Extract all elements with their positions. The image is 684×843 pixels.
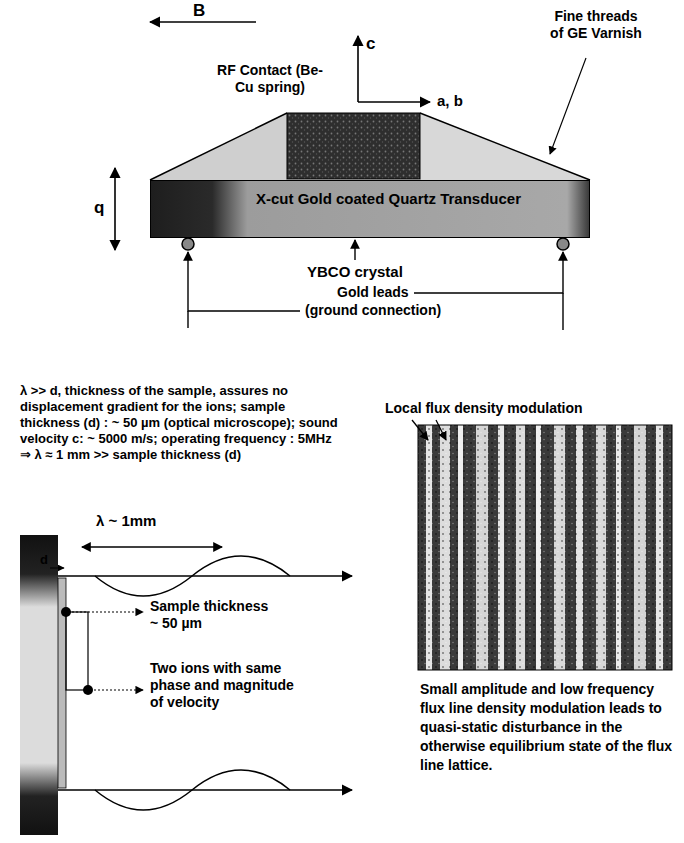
flux-image — [418, 425, 672, 670]
part-label: YBCO crystal — [307, 263, 403, 281]
transducer-block — [20, 535, 58, 835]
varnish-thread — [420, 113, 590, 180]
part-label: Fine threads of GE Varnish — [548, 8, 644, 42]
gold-lead-wire — [562, 293, 563, 330]
sound-wave — [95, 556, 290, 596]
annotation-text: Two ions with same phase and magnitude o… — [150, 660, 300, 710]
dimension-label: d — [40, 552, 48, 568]
varnish-region — [420, 113, 590, 180]
part-label: RF Contact (Be-Cu spring) — [215, 62, 325, 96]
displacement-label: q — [94, 198, 104, 218]
ion — [83, 685, 93, 695]
gold-lead-wire — [187, 311, 188, 328]
annotation-text: Sample thickness ~ 50 µm — [150, 598, 274, 632]
image-label: Local flux density modulation — [385, 400, 583, 417]
leader-line — [550, 58, 586, 154]
rf-contact-region — [150, 113, 287, 180]
transducer-box: X-cut Gold coated Quartz Transducer — [150, 180, 590, 238]
leader-line — [436, 420, 446, 440]
ab-axis-arrow — [358, 101, 430, 103]
varnish-thread — [150, 113, 287, 180]
wavelength-arrow — [82, 546, 222, 547]
gold-lead-wire — [188, 252, 300, 311]
flux-image-frame — [418, 425, 672, 670]
part-label: Gold leads — [337, 284, 409, 301]
note-text: λ >> d, thickness of the sample, assures… — [20, 383, 338, 463]
axis-label: c — [366, 34, 375, 54]
field-label: B — [193, 1, 205, 21]
leader-line — [412, 420, 428, 440]
c-axis-arrow — [357, 36, 359, 102]
transducer-label: X-cut Gold coated Quartz Transducer — [256, 190, 521, 207]
sound-wave — [95, 770, 290, 810]
part-label: (ground connection) — [305, 302, 441, 319]
lead-contact — [557, 238, 569, 250]
velocity-arrow — [72, 611, 143, 612]
gold-lead-wire — [414, 252, 563, 293]
displacement-arrow — [114, 168, 116, 250]
ion-bracket — [66, 612, 88, 690]
dimension-label: λ ~ 1mm — [96, 512, 156, 530]
propagation-arrow — [58, 789, 352, 791]
thickness-arrow — [50, 568, 64, 569]
leader-line — [354, 240, 355, 260]
propagation-arrow — [58, 575, 352, 577]
axis-label: a, b — [437, 92, 463, 110]
lead-contact — [182, 238, 194, 250]
velocity-arrow — [94, 689, 143, 690]
ybco-crystal — [287, 113, 420, 179]
field-arrow — [150, 21, 256, 23]
image-caption: Small amplitude and low frequency flux l… — [420, 680, 678, 775]
ion — [61, 607, 71, 617]
